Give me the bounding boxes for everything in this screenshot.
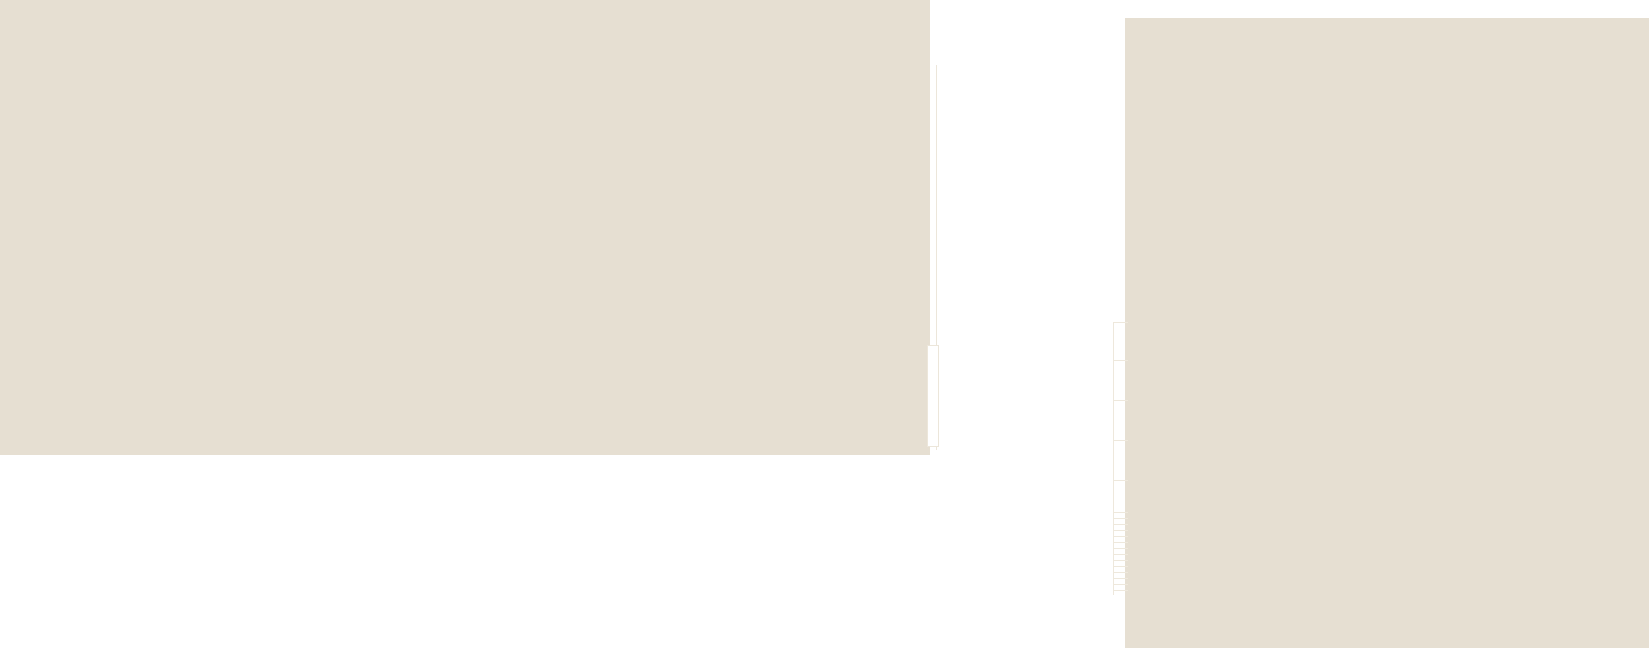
faint-tick-mark <box>1113 440 1128 441</box>
right-blank-panel <box>1125 18 1649 648</box>
faint-vertical-tick-rail <box>1113 322 1114 595</box>
faint-tick-ladder <box>1113 512 1128 596</box>
faint-tick-mark <box>1113 480 1128 481</box>
faint-tick-mark <box>1113 400 1128 401</box>
faint-outline-box <box>927 345 939 447</box>
left-blank-panel <box>0 0 930 455</box>
faint-vertical-edge <box>936 65 937 450</box>
faint-tick-mark <box>1113 322 1128 323</box>
faint-tick-mark <box>1113 360 1128 361</box>
